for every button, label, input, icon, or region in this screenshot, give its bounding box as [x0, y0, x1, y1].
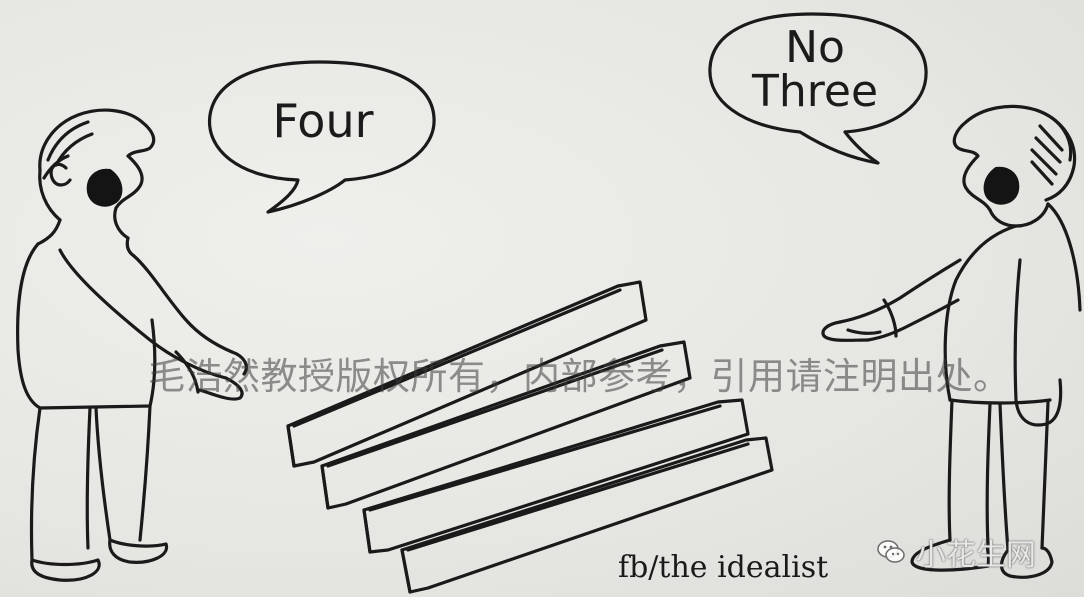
- left-man-figure: [16, 108, 248, 582]
- brand-watermark: 小花生网: [876, 530, 1036, 574]
- speech-bubble-right: [708, 12, 928, 165]
- speech-text-left: Four: [272, 94, 374, 148]
- artist-credit: fb/the idealist: [618, 550, 829, 585]
- wechat-icon: [877, 540, 905, 563]
- brand-text: 小花生网: [916, 538, 1036, 573]
- speech-text-right-line2: Three: [751, 66, 879, 117]
- speech-text-right-line1: No: [785, 22, 845, 73]
- speech-text-right: No Three: [730, 26, 900, 114]
- speech-bubble-left: [207, 60, 436, 214]
- right-man-figure: [821, 104, 1082, 579]
- copyright-watermark: 毛浩然教授版权所有，内部参考，引用请注明出处。: [148, 355, 1011, 398]
- impossible-bars: [286, 280, 774, 594]
